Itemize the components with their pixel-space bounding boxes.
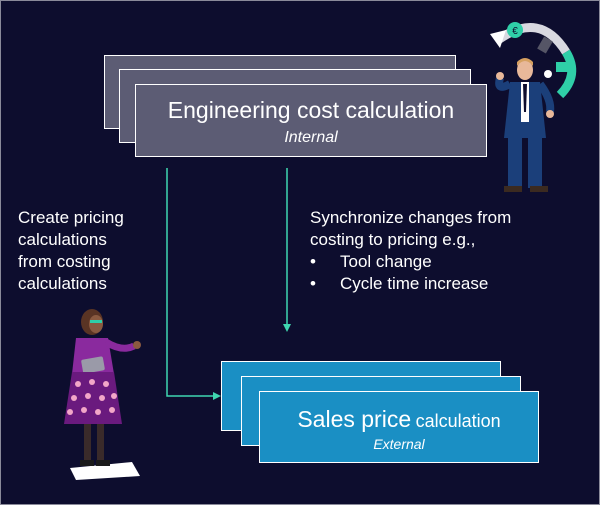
sales-title-rest: calculation [415,411,501,431]
right-line: costing to pricing e.g., [310,230,476,249]
engineering-title: Engineering cost calculation [167,97,455,123]
bullet-item: Cycle time increase [310,273,511,295]
bullet-list: Tool change Cycle time increase [310,251,511,295]
bullet-item: Tool change [310,251,511,273]
arrow-create-pricing [166,168,221,400]
sales-card: Sales price calculation External [259,391,539,463]
left-line: Create pricing [18,208,124,227]
sales-subtitle: External [373,436,425,452]
left-line: calculations [18,274,107,293]
left-description: Create pricing calculations from costing… [18,207,124,295]
left-line: calculations [18,230,107,249]
right-description: Synchronize changes from costing to pric… [310,207,511,295]
svg-text:€: € [512,26,518,37]
right-line: Synchronize changes from [310,208,512,227]
left-line: from costing [18,252,111,271]
engineering-card: Engineering cost calculation Internal [135,84,487,157]
sales-title-main: Sales price [297,406,412,432]
engineering-subtitle: Internal [284,129,338,146]
sales-title: Sales price calculation [260,406,538,433]
